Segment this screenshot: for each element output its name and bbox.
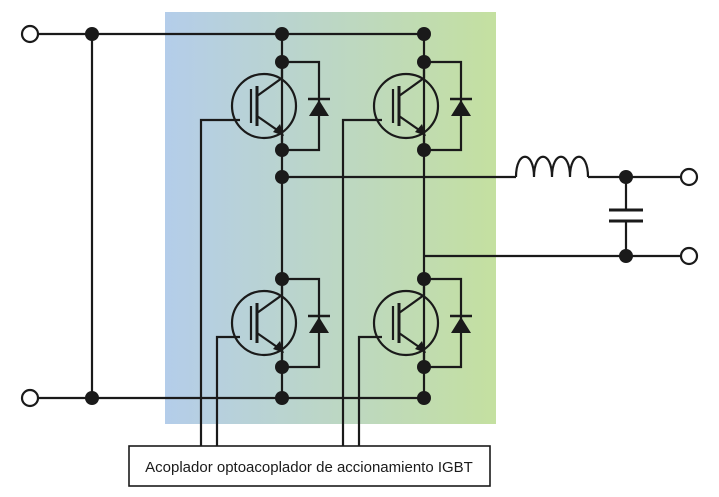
- output-terminal-1: [679, 167, 699, 187]
- diode-symbol: [309, 100, 329, 116]
- diode-symbol: [451, 100, 471, 116]
- igbt-symbol: [230, 289, 298, 357]
- dc-negative-terminal: [20, 388, 40, 408]
- driver-label: Acoplador optoacoplador de accionamiento…: [145, 459, 473, 476]
- igbt-low-side-left: [230, 272, 330, 374]
- diode-symbol: [451, 317, 471, 333]
- igbt-low-side-right: [372, 272, 472, 374]
- igbt-symbol: [372, 289, 440, 357]
- terminals: [20, 24, 699, 408]
- dc-positive-terminal: [20, 24, 40, 44]
- output-inductor: [514, 155, 590, 178]
- driver-label-box: [128, 445, 491, 487]
- igbt-symbol: [230, 72, 298, 140]
- junction-nodes: [85, 27, 633, 405]
- gate-drive-wires: [199, 118, 382, 446]
- power-stage-panel: [165, 12, 496, 424]
- output-capacitor: [609, 208, 643, 223]
- igbt-high-side-right: [372, 55, 472, 157]
- igbt-high-side-left: [230, 55, 330, 157]
- igbt-symbol: [372, 72, 440, 140]
- diode-symbol: [309, 317, 329, 333]
- output-terminal-2: [679, 246, 699, 266]
